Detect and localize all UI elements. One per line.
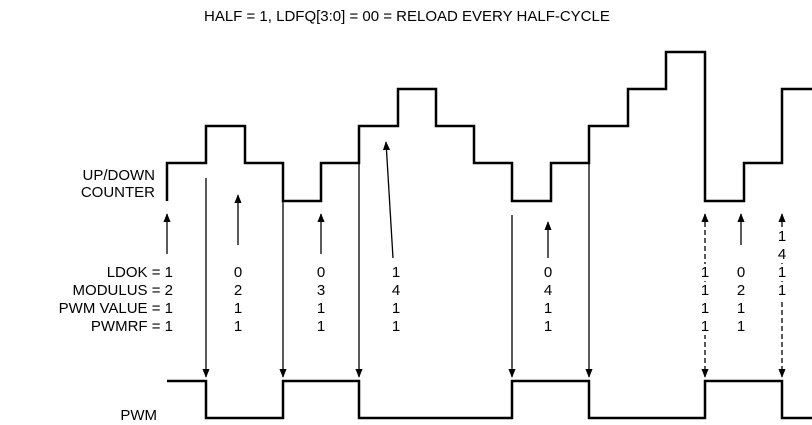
reload-column-6: 0 2 1 1	[737, 264, 745, 335]
legend-pwm-value: PWM VALUE = 1	[59, 300, 173, 317]
digit: 1	[392, 300, 400, 317]
reload-column-5: 1 1 1 1	[699, 264, 711, 335]
digit: 2	[234, 282, 242, 299]
digit: 1	[234, 300, 242, 317]
digit-backdrop	[776, 264, 788, 281]
digit-backdrop	[699, 300, 711, 317]
digit: 0	[234, 264, 242, 281]
digit: 1	[778, 282, 786, 299]
digit: 0	[737, 264, 745, 281]
digit-backdrop	[776, 282, 788, 299]
digit: 1	[701, 282, 709, 299]
diagram-title: HALF = 1, LDFQ[3:0] = 00 = RELOAD EVERY …	[204, 8, 610, 25]
digit: 1	[317, 318, 325, 335]
digit: 1	[737, 300, 745, 317]
digit: 1	[392, 264, 400, 281]
pwm-waveform	[167, 379, 812, 420]
reload-column-4: 0 4 1 1	[544, 264, 552, 335]
pwm-label: PWM	[120, 407, 157, 424]
digit: 1	[701, 300, 709, 317]
reload-column-3: 1 4 1 1	[392, 264, 400, 335]
counter-label-line2: COUNTER	[81, 184, 155, 201]
digit: 0	[544, 264, 552, 281]
legend-ldok: LDOK = 1	[107, 264, 173, 281]
reload-column-2: 0 3 1 1	[317, 264, 325, 335]
digit-backdrop	[699, 264, 711, 281]
digit: 4	[392, 282, 400, 299]
digit-backdrop	[699, 282, 711, 299]
digit: 1	[701, 318, 709, 335]
digit: 1	[392, 318, 400, 335]
digit: 1	[544, 300, 552, 317]
digit: 1	[234, 318, 242, 335]
legend-modulus: MODULUS = 2	[73, 282, 173, 299]
digit: 1	[544, 318, 552, 335]
digit-backdrop	[699, 318, 711, 335]
digit: 4	[778, 246, 786, 263]
counter-waveform	[165, 50, 812, 203]
reload-column-7: 1 4 1 1	[776, 228, 788, 299]
digit: 1	[778, 228, 786, 245]
digit: 0	[317, 264, 325, 281]
digit: 3	[317, 282, 325, 299]
digit: 1	[317, 300, 325, 317]
digit-backdrop	[776, 228, 788, 245]
digit: 1	[701, 264, 709, 281]
digit: 1	[737, 318, 745, 335]
reload-column-1: 0 2 1 1	[234, 264, 242, 335]
digit-backdrop	[776, 246, 788, 263]
digit: 1	[778, 264, 786, 281]
digit: 4	[544, 282, 552, 299]
legend-pwmrf: PWMRF = 1	[91, 318, 173, 335]
digit: 2	[737, 282, 745, 299]
counter-label-line1: UP/DOWN	[83, 167, 156, 184]
up-arrow-reload-3	[382, 141, 394, 259]
